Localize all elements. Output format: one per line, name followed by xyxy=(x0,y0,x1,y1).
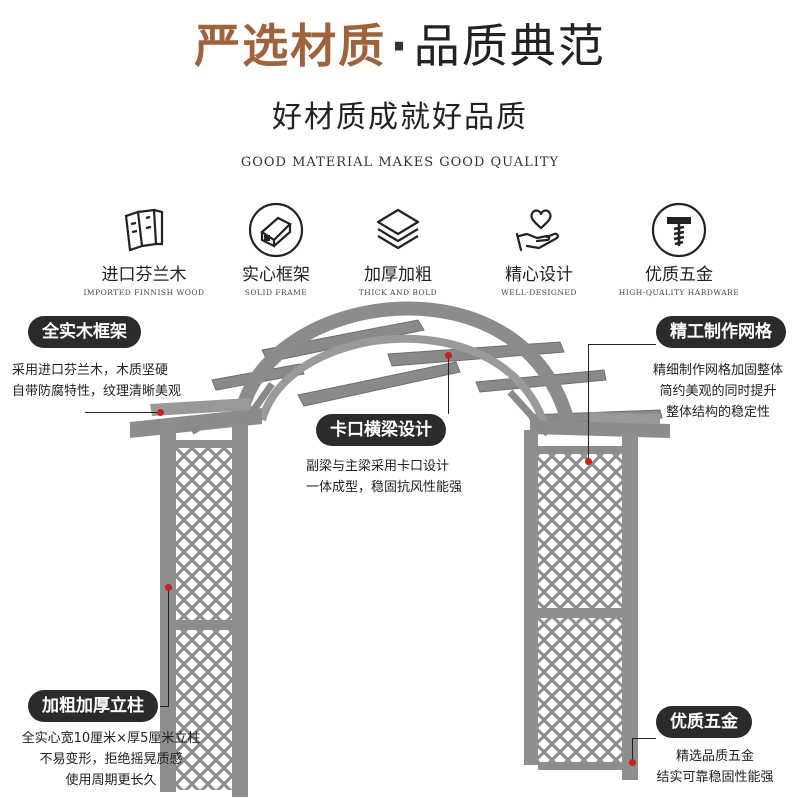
callout-line: 结实可靠稳固性能强 xyxy=(656,770,774,785)
arch-structure xyxy=(130,301,670,797)
leader-line xyxy=(168,588,169,706)
title-highlight: 严选材质 xyxy=(194,19,387,73)
marker-lattice xyxy=(585,458,592,465)
feature-well-designed: 精心设计 WELL-DESIGNED xyxy=(464,202,614,297)
callout-line: 不易变形，拒绝摇晃质感 xyxy=(39,752,183,767)
callout-line: 精细制作网格加固整体 xyxy=(652,363,783,378)
callout-line: 一体成型，稳固抗风性能强 xyxy=(306,480,463,495)
callout-line: 使用周期更长久 xyxy=(65,773,157,788)
callout-line: 副梁与主梁采用卡口设计 xyxy=(306,459,450,474)
screw-icon xyxy=(651,202,707,258)
subtitle-english: GOOD MATERIAL MAKES GOOD QUALITY xyxy=(240,155,560,170)
feature-label-en: IMPORTED FINNISH WOOD xyxy=(83,288,205,297)
title-rest: 品质典范 xyxy=(413,19,606,73)
callout-line: 采用进口芬兰木，木质坚硬 xyxy=(12,363,169,378)
marker-beam xyxy=(445,352,452,359)
solid-frame-icon xyxy=(248,202,304,258)
leader-line xyxy=(588,344,656,345)
callout-frame-desc: 采用进口芬兰木，木质坚硬 自带防腐特性，纹理清晰美观 xyxy=(12,360,181,402)
callout-line: 精选品质五金 xyxy=(675,749,754,764)
feature-label: 精心设计 xyxy=(505,265,573,285)
leader-line xyxy=(160,706,169,707)
layers-icon xyxy=(370,202,426,258)
feature-thick-bold: 加厚加粗 THICK AND BOLD xyxy=(323,202,473,297)
callout-line: 全实心宽10厘米×厚5厘米立柱 xyxy=(21,731,201,746)
marker-frame xyxy=(157,409,164,416)
callout-beam-desc: 副梁与主梁采用卡口设计 一体成型，稳固抗风性能强 xyxy=(306,456,462,498)
callout-hardware-label: 优质五金 xyxy=(656,706,752,738)
callout-frame-label: 全实木框架 xyxy=(28,316,141,348)
callout-line: 简约美观的同时提升 xyxy=(659,384,777,399)
leader-line xyxy=(85,412,160,413)
feature-imported-wood: 进口芬兰木 IMPORTED FINNISH WOOD xyxy=(69,202,219,297)
wood-planks-icon xyxy=(116,202,172,258)
callout-hardware-desc: 精选品质五金 结实可靠稳固性能强 xyxy=(640,746,790,788)
feature-hardware: 优质五金 HIGH-QUALITY HARDWARE xyxy=(604,202,754,297)
callout-line: 自带防腐特性，纹理清晰美观 xyxy=(12,384,182,399)
feature-solid-frame: 实心框架 SOLID FRAME xyxy=(201,202,351,297)
feature-label: 进口芬兰木 xyxy=(101,265,187,285)
feature-label-en: WELL-DESIGNED xyxy=(501,288,577,297)
callout-lattice-desc: 精细制作网格加固整体 简约美观的同时提升 整体结构的稳定性 xyxy=(640,360,796,423)
callout-lattice-label: 精工制作网格 xyxy=(656,316,786,348)
leader-line xyxy=(632,738,633,762)
feature-label-en: HIGH-QUALITY HARDWARE xyxy=(618,288,740,297)
callout-post-label: 加粗加厚立柱 xyxy=(28,690,158,722)
page-title: 严选材质·品质典范 xyxy=(0,10,800,76)
feature-label: 优质五金 xyxy=(645,265,713,285)
feature-label: 实心框架 xyxy=(242,265,310,285)
leader-line xyxy=(448,356,449,414)
marker-hardware xyxy=(629,759,636,766)
callout-post-desc: 全实心宽10厘米×厚5厘米立柱 不易变形，拒绝摇晃质感 使用周期更长久 xyxy=(6,728,216,791)
title-dot: · xyxy=(390,19,410,73)
feature-label: 加厚加粗 xyxy=(364,265,432,285)
heart-hand-icon xyxy=(511,202,567,258)
garden-arch-illustration xyxy=(130,301,670,797)
callout-line: 整体结构的稳定性 xyxy=(665,405,770,420)
leader-line xyxy=(632,738,656,739)
feature-label-en: THICK AND BOLD xyxy=(358,288,438,297)
callout-beam-label: 卡口横梁设计 xyxy=(316,414,446,446)
leader-line xyxy=(588,344,589,462)
feature-label-en: SOLID FRAME xyxy=(244,288,308,297)
marker-post xyxy=(165,584,172,591)
subtitle: 好材质成就好品质 xyxy=(272,100,528,135)
